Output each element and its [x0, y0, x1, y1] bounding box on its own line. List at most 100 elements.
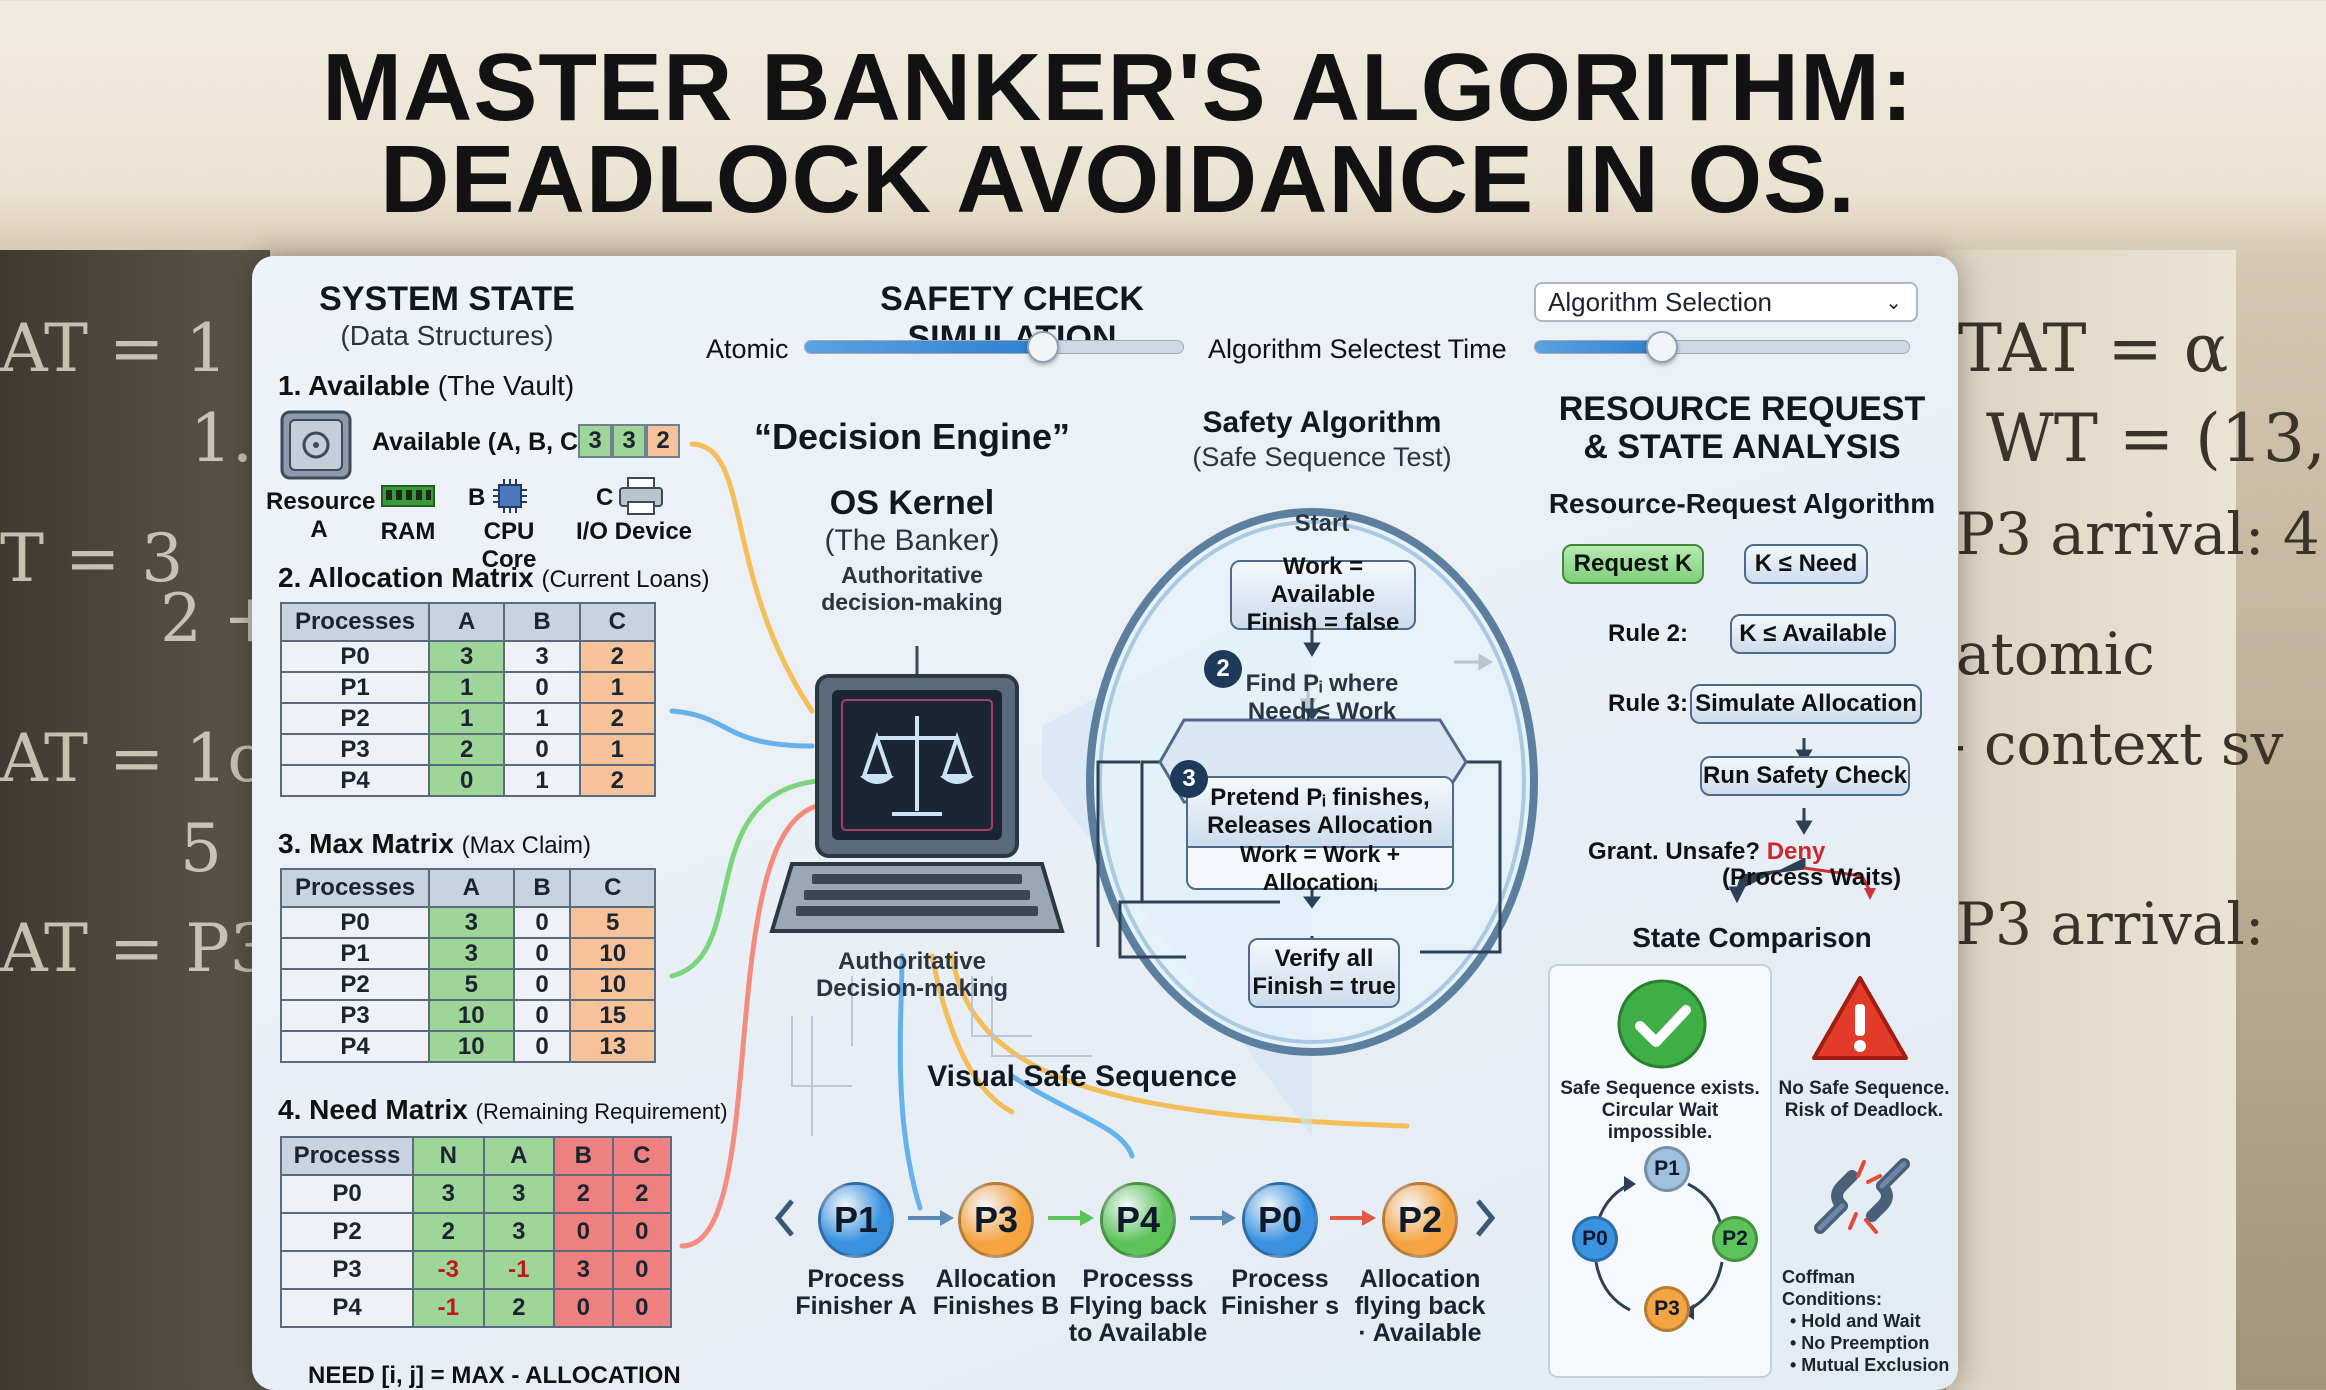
table-cell: 0: [503, 671, 581, 704]
table-cell: 1: [427, 702, 506, 735]
page-title-line-2: DEADLOCK AVOIDANCE IN OS.: [380, 126, 1856, 233]
column-header: B: [553, 1136, 614, 1176]
table-cell: 2: [553, 1174, 614, 1214]
simulate-allocation-box: Simulate Allocation: [1690, 684, 1922, 724]
chalk-text: P3 arrival:: [1956, 890, 2265, 958]
column-header: N: [412, 1136, 485, 1176]
table-cell: 0: [503, 733, 581, 766]
request-title-line: RESOURCE REQUEST: [1558, 390, 1926, 428]
safety-step-1-line: Work = Available: [1270, 553, 1376, 608]
table-cell: 3: [427, 640, 506, 673]
engine-auth-bottom: Authoritative Decision-making: [772, 948, 1052, 1002]
sequence-node-p3: P3: [958, 1182, 1034, 1258]
engine-auth-line: Decision-making: [815, 975, 1009, 1002]
algorithm-select[interactable]: Algorithm Selection ⌄: [1534, 282, 1918, 322]
comparison-title: State Comparison: [1632, 922, 1872, 953]
table-cell: 2: [611, 1174, 673, 1214]
engine-kernel: OS Kernel: [829, 484, 995, 522]
available-heading-note: (The Vault): [437, 370, 575, 401]
table-cell: 5: [428, 968, 515, 1001]
column-header: Processes: [280, 868, 430, 908]
sequence-label-line: Processs: [1082, 1265, 1194, 1293]
table-cell: 5: [569, 906, 656, 939]
slider-time-fill: [1535, 341, 1663, 353]
resource-a-label-1: Resource: [266, 488, 376, 515]
chalk-text: WT = (13,: [1986, 400, 2326, 477]
column-header: C: [569, 868, 656, 908]
resource-c-letter: C: [596, 484, 614, 511]
column-header: Processs: [280, 1136, 414, 1176]
cycle-node-p2: P2: [1712, 1216, 1758, 1262]
table-cell: 2: [578, 702, 657, 735]
engine-auth-line: decision-making: [821, 589, 1003, 615]
table-cell: 10: [569, 937, 656, 970]
slider-time[interactable]: [1534, 331, 1910, 363]
chalk-text: TAT = α: [1958, 310, 2229, 387]
rule-2-label: Rule 2:: [1608, 620, 1689, 647]
sequence-label-line: Finisher s: [1220, 1292, 1340, 1320]
cpu-icon: [493, 479, 527, 513]
safe-state-text: Safe Sequence exists. Circular Wait impo…: [1550, 1078, 1770, 1144]
request-title-line: & STATE ANALYSIS: [1583, 428, 1901, 466]
safety-step-2: Find Pᵢ where Needᵢ ≤ Work: [1222, 670, 1422, 726]
grant-deny-label: Grant. Unsafe? Deny: [1588, 838, 2008, 866]
table-cell: 15: [569, 999, 656, 1032]
table-cell: P0: [280, 640, 430, 673]
table-cell: P2: [280, 968, 430, 1001]
available-value-c: 2: [646, 424, 680, 458]
slider-atomic[interactable]: [804, 331, 1184, 363]
chalkboard-right: TAT = α WT = (13, P3 arrival: 4 atomic -…: [1946, 250, 2326, 1390]
column-header: A: [482, 1136, 556, 1176]
coffman-item: • No Preemption: [1790, 1333, 1930, 1353]
cycle-node-p0: P0: [1572, 1216, 1618, 1262]
resource-b-letter: B: [468, 484, 486, 511]
safety-start: Start: [1294, 510, 1350, 537]
column-header: C: [611, 1136, 673, 1176]
run-safety-check-box: Run Safety Check: [1700, 756, 1910, 796]
sequence-label-line: Allocation: [935, 1265, 1057, 1293]
unsafe-state-line: Risk of Deadlock.: [1784, 1100, 1944, 1121]
table-cell: 1: [427, 671, 506, 704]
max-heading-note: (Max Claim): [461, 832, 591, 859]
step-badge-2: 2: [1204, 650, 1242, 688]
sequence-node-p4: P4: [1100, 1182, 1176, 1258]
laptop-icon: [769, 646, 1065, 933]
slider-atomic-knob[interactable]: [1027, 331, 1060, 363]
slider-time-knob[interactable]: [1646, 331, 1679, 363]
available-value-a: 3: [578, 424, 612, 458]
sequence-node-p1: P1: [818, 1182, 894, 1258]
broken-chain-icon: [1814, 1158, 1910, 1234]
sequence-label-line: · Available: [1358, 1319, 1482, 1347]
resource-cpu-label: CPU Core: [481, 518, 537, 573]
check-circle-icon: [1617, 979, 1707, 1069]
table-cell: 1: [578, 733, 657, 766]
table-cell: 0: [512, 968, 572, 1001]
slider-time-label: Algorithm Selectest Time: [1208, 334, 1507, 364]
safe-state-line: Safe Sequence exists.: [1560, 1078, 1760, 1099]
table-cell: 1: [578, 671, 657, 704]
table-cell: 2: [578, 764, 657, 797]
slider-atomic-fill: [805, 341, 1044, 353]
sequence-next-icon: [1476, 1199, 1496, 1237]
flow-line-seq4: [1009, 1073, 1135, 1159]
flow-line-seq2: [929, 953, 1015, 1115]
chalk-text: atomic: [1956, 620, 2155, 688]
table-cell: P0: [280, 906, 430, 939]
table-cell: 3: [428, 906, 515, 939]
table-cell: 3: [412, 1174, 485, 1214]
